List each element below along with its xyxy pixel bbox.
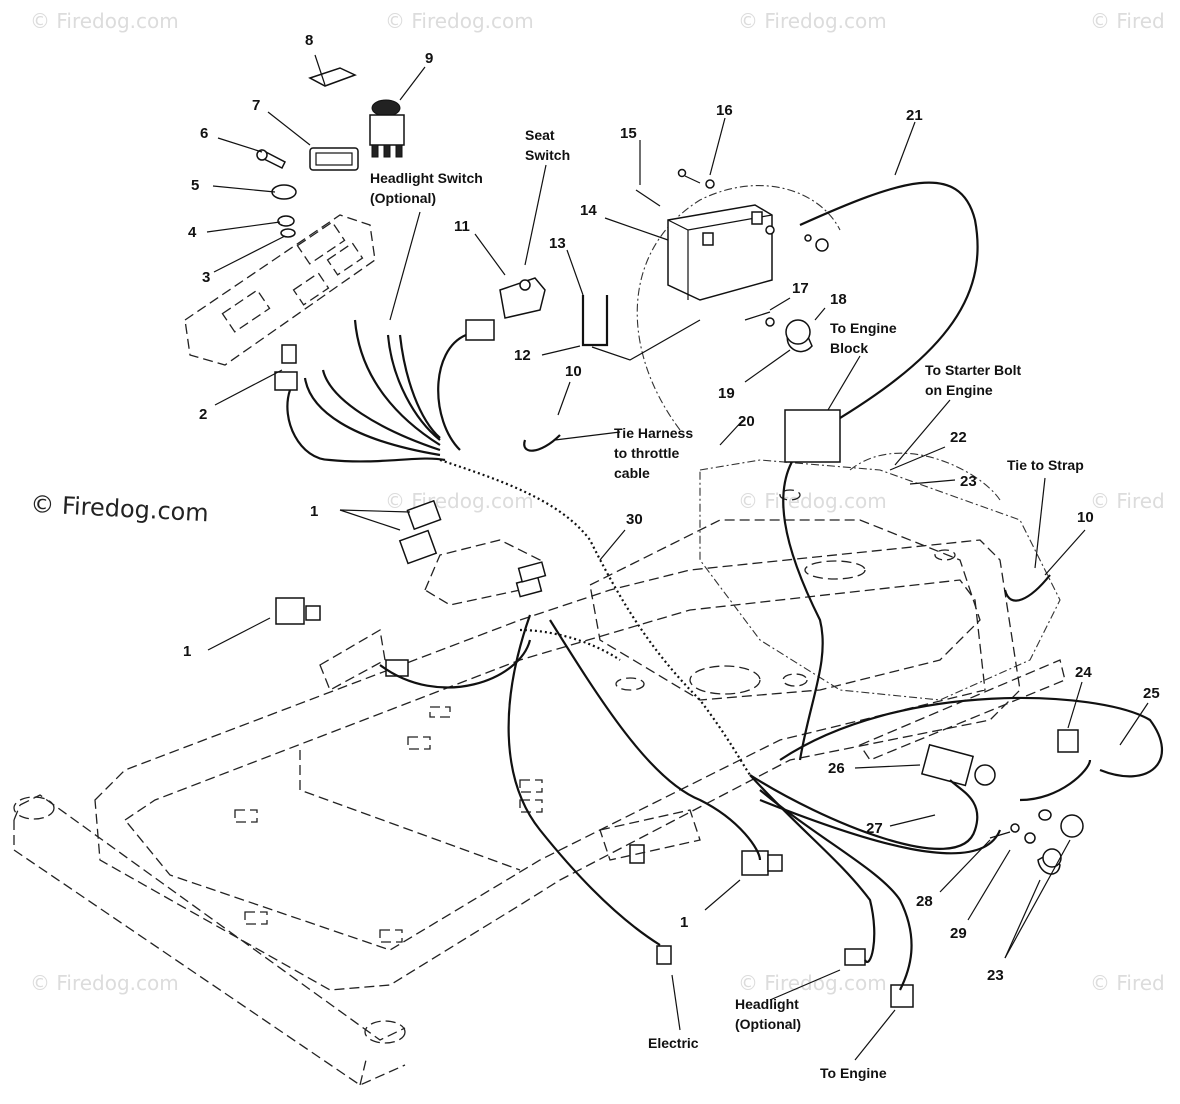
to-engine-label: To Engine: [820, 1065, 887, 1081]
headlight-switch-label: Headlight Switch: [370, 170, 483, 186]
callout-22: 22: [950, 429, 967, 446]
callout-23: 23: [960, 473, 977, 490]
seat-switch: [465, 277, 546, 341]
callout-1b: 1: [183, 643, 191, 660]
callout-1: 1: [310, 503, 318, 520]
callout-5: 5: [191, 177, 199, 194]
callout-30: 30: [626, 511, 643, 528]
callout-8: 8: [305, 32, 313, 49]
watermark: © Firedog.com: [30, 971, 179, 995]
callout-19: 19: [718, 385, 735, 402]
callout-2: 2: [199, 406, 207, 423]
tie-strap-label: Tie to Strap: [1007, 457, 1084, 473]
callout-26: 26: [828, 760, 845, 777]
leader-lines: [206, 54, 1149, 1061]
callout-16: 16: [716, 102, 733, 119]
ignition-parts: [256, 67, 405, 391]
watermark-dark: © Firedog.com: [30, 490, 210, 527]
callout-numbers: 8 9 7 6 5 4 3 2 11 13 14 15 16 21 12 10 …: [183, 32, 1160, 984]
callout-18: 18: [830, 291, 847, 308]
callout-23b: 23: [987, 967, 1004, 984]
seat-switch-label: Seat: [525, 127, 555, 143]
tie-harness-label-3: cable: [614, 465, 650, 481]
headlight-switch-optional: (Optional): [370, 190, 436, 206]
connectors: [275, 499, 914, 1008]
callout-25: 25: [1143, 685, 1160, 702]
watermark: © Firedog.com: [385, 9, 534, 33]
wiring-harness: [286, 181, 1163, 991]
text-labels: Headlight Switch (Optional) Seat Switch …: [370, 127, 1084, 1081]
callout-3: 3: [202, 269, 210, 286]
callout-17: 17: [792, 280, 809, 297]
callout-14: 14: [580, 202, 597, 219]
solenoid-area: [859, 659, 1084, 875]
headlight-optional: (Optional): [735, 1016, 801, 1032]
watermarks: © Firedog.com © Firedog.com © Firedog.co…: [30, 9, 1165, 995]
callout-12: 12: [514, 347, 531, 364]
watermark: © Fired: [1090, 9, 1165, 33]
dash-panel: [184, 214, 376, 366]
callout-6: 6: [200, 125, 208, 142]
callout-20: 20: [738, 413, 755, 430]
callout-13: 13: [549, 235, 566, 252]
callout-9: 9: [425, 50, 433, 67]
headlight-label: Headlight: [735, 996, 799, 1012]
watermark: © Firedog.com: [738, 489, 887, 513]
battery-area: [581, 168, 829, 361]
tie-straps: [523, 434, 1051, 602]
callout-10: 10: [565, 363, 582, 380]
callout-27: 27: [866, 820, 883, 837]
tie-harness-label: Tie Harness: [614, 425, 693, 441]
callout-11: 11: [454, 218, 470, 235]
watermark: © Firedog.com: [30, 9, 179, 33]
callout-24: 24: [1075, 664, 1092, 681]
callout-1c: 1: [680, 914, 688, 931]
terminal-box: [784, 409, 841, 463]
watermark: © Fired: [1090, 489, 1165, 513]
callout-29: 29: [950, 925, 967, 942]
tie-harness-label-2: to throttle: [614, 445, 680, 461]
engine-block-label: To Engine: [830, 320, 897, 336]
engine-block-label-2: Block: [830, 340, 868, 356]
electric-label: Electric: [648, 1035, 699, 1051]
seat-switch-label-2: Switch: [525, 147, 570, 163]
callout-10b: 10: [1077, 509, 1094, 526]
callout-15: 15: [620, 125, 637, 142]
watermark: © Firedog.com: [385, 489, 534, 513]
chassis-frame: [13, 185, 1061, 1086]
starter-bolt-label-2: on Engine: [925, 382, 993, 398]
callout-21: 21: [906, 107, 923, 124]
callout-7: 7: [252, 97, 260, 114]
callout-28: 28: [916, 893, 933, 910]
watermark: © Firedog.com: [738, 971, 887, 995]
watermark: © Fired: [1090, 971, 1165, 995]
watermark: © Firedog.com: [738, 9, 887, 33]
starter-bolt-label: To Starter Bolt: [925, 362, 1022, 378]
callout-4: 4: [188, 224, 197, 241]
